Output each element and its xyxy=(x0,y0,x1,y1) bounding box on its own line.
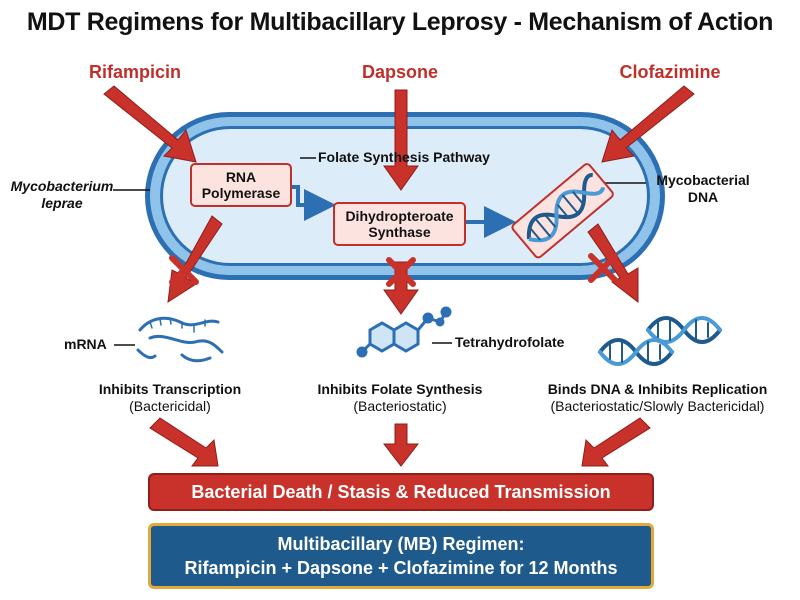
drug-label-dapsone: Dapsone xyxy=(361,62,439,82)
mrna-icon xyxy=(136,316,224,363)
dna-helices-icon xyxy=(598,316,722,366)
page-title: MDT Regimens for Multibacillary Leprosy … xyxy=(26,8,774,36)
effect-dapsone: Inhibits Folate Synthesis (Bacteriostati… xyxy=(317,381,483,414)
regimen-line1: Multibacillary (MB) Regimen: xyxy=(277,534,525,554)
leader-lines xyxy=(113,157,646,346)
x-marks xyxy=(169,253,618,287)
dna-label: Mycobacterial DNA xyxy=(656,172,750,205)
drug-label-rifampicin: Rifampicin xyxy=(88,62,181,82)
dhps-line1: Dihydropteroate xyxy=(345,208,454,224)
outcome-banner: Bacterial Death / Stasis & Reduced Trans… xyxy=(148,473,654,511)
drug-label-clofazimine: Clofazimine xyxy=(619,62,721,82)
regimen-banner: Multibacillary (MB) Regimen: Rifampicin … xyxy=(148,523,654,589)
rna-polymerase-box: RNA Polymerase xyxy=(190,163,292,207)
effect-clofazimine: Binds DNA & Inhibits Replication (Bacter… xyxy=(547,381,768,414)
mrna-label: mRNA xyxy=(64,336,107,352)
outcome-arrows xyxy=(149,417,651,467)
regimen-line2: Rifampicin + Dapsone + Clofazimine for 1… xyxy=(184,558,618,578)
rna-polymerase-line2: Polymerase xyxy=(201,185,281,201)
dna-box xyxy=(511,163,614,259)
dhps-box: Dihydropteroate Synthase xyxy=(333,202,466,246)
pathway-label: Folate Synthesis Pathway xyxy=(318,149,490,165)
tetrahydrofolate-icon xyxy=(356,306,452,358)
tetrahydrofolate-label: Tetrahydrofolate xyxy=(455,334,565,350)
drug-arrows xyxy=(103,85,695,191)
rna-polymerase-line1: RNA xyxy=(225,169,257,185)
organism-label: Mycobacterium leprae xyxy=(10,178,114,211)
effect-rifampicin: Inhibits Transcription (Bactericidal) xyxy=(98,381,242,414)
dhps-line2: Synthase xyxy=(368,224,431,240)
pathway-arrows xyxy=(292,185,516,238)
